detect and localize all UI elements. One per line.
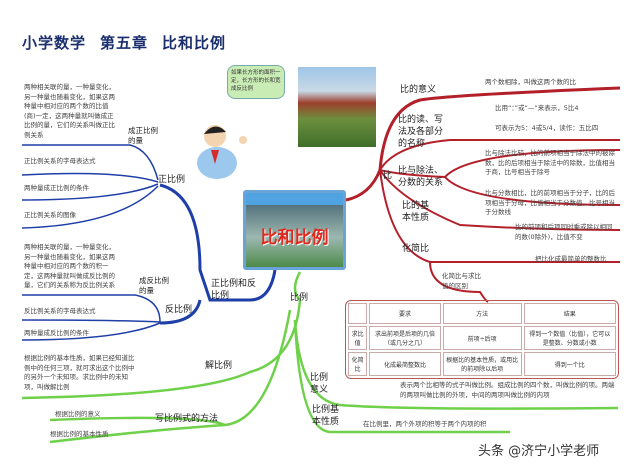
table-row: 化简比化成最简整数比根据比的基本性质，或用比的前项除以后项得到一个比 [348,352,616,376]
jie-text: 根据比例的基本性质，如果已经知道比例中的任何三项，就可求出这个比例中的另外一个未… [24,354,135,391]
bili-xingzhi-label: 比例基本性质 [312,405,340,427]
speech-bubble: 如果长方形的面积一定，长方形的长和宽成反比例 [227,65,285,99]
bi-huajian-text: 把比化成最简单的整数比 [535,255,607,263]
xie-item-2: 根据比例的基本性质 [50,430,109,438]
zheng-label: 正比例 [158,175,186,185]
fan-condition: 两种量成反比例的条件 [24,329,89,337]
center-topic-card: 比和比例 [243,190,346,270]
bi-duxie-label: 比的读、写法及各部分的名称 [398,115,444,149]
header-method: 方法 [442,303,522,324]
bi-xingzhi-label: 比的基本性质 [402,201,430,223]
jie-label: 解比例 [205,361,233,371]
zheng-quantity-label: 成正比例的量 [128,126,158,145]
bi-guanxi-label: 比与除法、分数的关系 [398,166,444,188]
watermark: 头条 @济宁小学老师 [478,444,600,459]
bi-yiyi-label: 比的意义 [400,85,437,95]
center-topic: 比和比例 [260,228,329,248]
boy-illustration [197,125,247,179]
xie-label: 写比例式的方法 [155,414,219,424]
bi-guanxi-text1: 比与除法比较，比的前项相当于除法中的被除数，比的后项相当于除法中的除数，比值相当… [485,149,615,176]
zfb-label: 正比例和反比例 [211,279,257,301]
comparison-table: 要求方法结果 求比值求出前项是后项的几倍（或几分之几）前项÷后项得到一个数值（比… [345,300,619,379]
tiananmen-photo [298,67,376,147]
xie-item-1: 根据比例的意义 [55,410,101,418]
bi-xingzhi-text: 比的前项和后项同时乘或除以相同的数(0除外)，比值不变 [515,223,613,241]
header-result: 结果 [523,303,616,324]
bili-label: 比例 [290,293,309,303]
bi-duxie-text1: 比用“：”或“—”来表示，5比4 [495,104,579,112]
bi-qubie-label: 化简比与求比值的区别 [442,272,481,290]
fan-definition: 两种相关联的量，一种量变化，另一种量也随着变化，如果这两种量中相对应的两个数的积… [24,243,115,289]
bili-xingzhi-text: 在比例里，两个外项的积等于两个内项的积 [363,420,487,428]
bi-guanxi-text2: 比与分数相比，比的前项相当于分子，比的后项相当于分母，比值相当于分数值，比号相当… [485,189,615,216]
page-title: 小学数学第五章比和比例 [22,34,227,52]
fan-formula: 反比例关系的字母表达式 [24,307,96,315]
bili-yiyi-text: 表示两个比相等的式子叫做比例。组成比例的四个数，叫做比例的项。两端的两项叫做比例… [400,381,615,399]
fan-quantity-label: 成反比例的量 [139,276,169,295]
bi-yiyi-text: 两个数相除，叫做这两个数的比 [485,78,576,86]
header-requirement: 要求 [369,303,441,324]
bi-huajian-label: 化简比 [402,244,430,254]
zheng-graph: 正比例关系的图像 [24,211,76,219]
bi-duxie-text2: 可表示为5：4或5/4，读作：五比四 [495,124,599,132]
zheng-condition: 两种量成正比例的条件 [24,184,89,192]
zheng-formula: 正比例关系的字母表达式 [24,157,96,165]
bi-label: 比 [383,171,393,181]
table-row: 求比值求出前项是后项的几倍（或几分之几）前项÷后项得到一个数值（比值），它可以是… [348,326,616,350]
zheng-definition: 两种相关联的量，一种量变化，另一种量也随着变化，如果这两种量中相对应的两个数的比… [24,83,115,139]
table-header-row: 要求方法结果 [348,303,616,324]
fan-label: 反比例 [165,305,193,315]
bili-yiyi-label: 比例意义 [310,373,329,395]
left-blue-branches [21,144,161,341]
